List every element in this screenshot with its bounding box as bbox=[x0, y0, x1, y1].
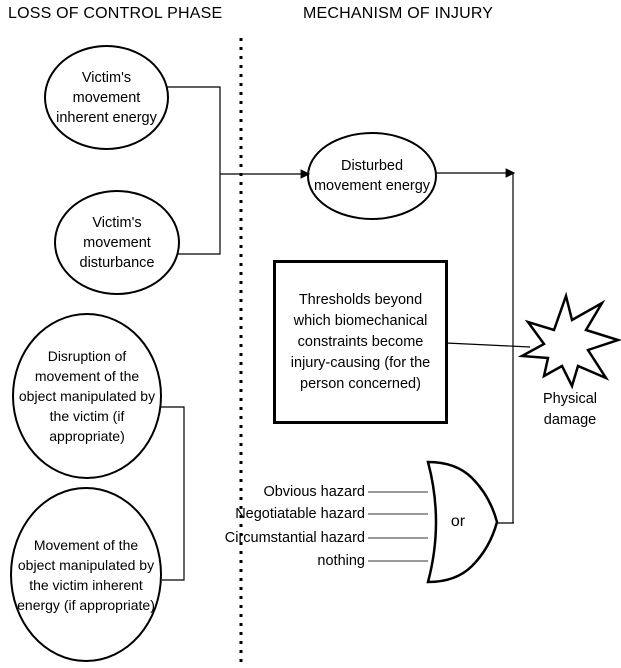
physical-damage-burst-icon bbox=[517, 291, 621, 390]
node-object-disruption: Disruption of movement of the object man… bbox=[12, 313, 162, 479]
node-object-energy-label: Movement of the object manipulated by th… bbox=[17, 536, 155, 613]
node-disturbance-label: Victim's movement disturbance bbox=[79, 214, 155, 271]
node-disturbance: Victim's movement disturbance bbox=[54, 190, 180, 295]
node-thresholds-label: Thresholds beyond which biomechanical co… bbox=[290, 291, 431, 392]
hazard-label: Negotiatable hazard bbox=[235, 506, 365, 522]
node-disturbed-energy: Disturbed movement energy bbox=[307, 132, 437, 220]
node-object-energy: Movement of the object manipulated by th… bbox=[10, 487, 162, 662]
physical-damage-label: Physical damage bbox=[543, 391, 597, 428]
node-thresholds: Thresholds beyond which biomechanical co… bbox=[273, 260, 448, 424]
header-mechanism-of-injury: MECHANISM OF INJURY bbox=[303, 5, 494, 22]
hazard-label: Circumstantial hazard bbox=[224, 530, 365, 546]
header-loss-of-control: LOSS OF CONTROL PHASE bbox=[8, 5, 223, 22]
node-disturbed-energy-label: Disturbed movement energy bbox=[313, 158, 431, 194]
or-gate bbox=[426, 460, 499, 584]
hazard-label: Obvious hazard bbox=[263, 484, 365, 500]
connector-object-bracket bbox=[160, 406, 185, 581]
node-inherent-energy-label: Victim's movement inherent energy bbox=[56, 69, 157, 126]
node-inherent-energy: Victim's movement inherent energy bbox=[44, 45, 169, 150]
connector-inherent-energy bbox=[166, 86, 221, 174]
or-gate-label: or bbox=[450, 513, 466, 530]
hazard-label: nothing bbox=[317, 553, 365, 569]
connector-thresholds bbox=[445, 342, 531, 348]
node-object-disruption-label: Disruption of movement of the object man… bbox=[18, 348, 156, 444]
connector-disturbance bbox=[178, 174, 221, 255]
